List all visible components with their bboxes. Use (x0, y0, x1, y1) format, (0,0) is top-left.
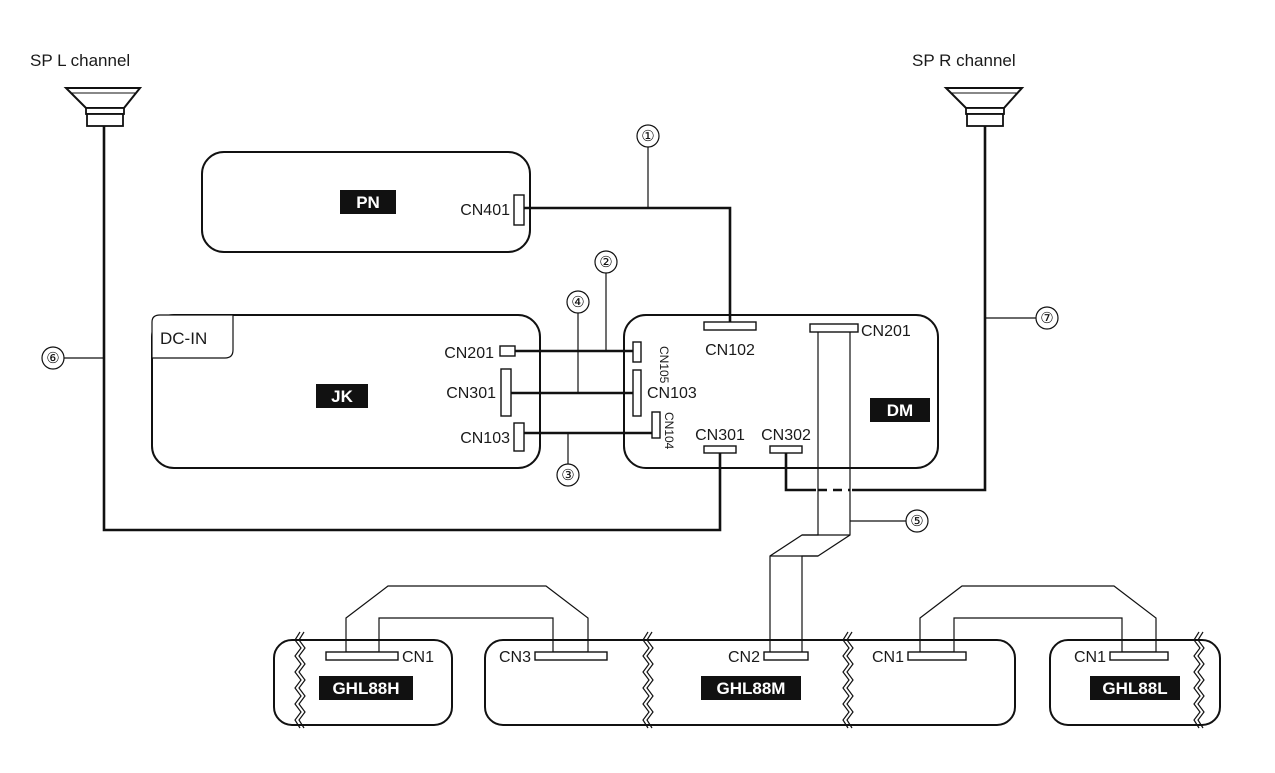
cable-7-wire-a (784, 450, 816, 492)
dc-in-label: DC-IN (160, 329, 207, 348)
h-cn1-connector (325, 651, 399, 661)
dm-tag-bg (870, 398, 930, 422)
m-cn1-label: CN1 (872, 649, 904, 666)
pn-cn401-connector (513, 194, 525, 226)
svg-text:⑦: ⑦ (1040, 310, 1053, 327)
dm-cn103-connector (632, 369, 642, 417)
ghl88m-tag-bg (701, 676, 801, 700)
dm-cn201-label: CN201 (861, 323, 911, 340)
cable-5-callout: ⑤ (905, 509, 929, 533)
dm-cn302-connector (769, 445, 803, 454)
cable-5-flat (769, 331, 851, 654)
board-dm (623, 314, 939, 469)
jk-cn301-connector (500, 368, 512, 417)
svg-text:④: ④ (571, 294, 584, 311)
jk-tag: JK (331, 387, 353, 406)
dm-cn105-label: CN105 (657, 346, 671, 384)
ghl88l-tag: GHL88L (1102, 679, 1167, 698)
m-cn2-label: CN2 (728, 649, 760, 666)
cable-2-callout: ② (594, 250, 618, 274)
speaker-right-icon (943, 87, 1025, 127)
cable-6-wire (102, 126, 722, 532)
cable-7-callout: ⑦ (1035, 306, 1059, 330)
m-cn1-connector (907, 651, 967, 661)
dm-cn301-label: CN301 (695, 427, 745, 444)
ghl88h-tag: GHL88H (332, 679, 399, 698)
pn-cn401-label: CN401 (460, 202, 510, 219)
dm-cn302-label: CN302 (761, 427, 811, 444)
cable-1-wire (524, 206, 732, 325)
jk-cn201-label: CN201 (444, 345, 494, 362)
svg-text:②: ② (599, 254, 612, 271)
svg-text:①: ① (641, 128, 654, 145)
speaker-right-label: SP R channel (912, 51, 1016, 70)
dm-cn102-connector (703, 321, 757, 331)
ghl88l-tag-bg (1090, 676, 1180, 700)
dm-cn201-connector (809, 323, 859, 333)
ghl88h-tag-bg (319, 676, 413, 700)
ghl88m-tag: GHL88M (717, 679, 786, 698)
dm-cn104-label: CN104 (662, 412, 676, 450)
dm-cn103-label: CN103 (647, 385, 697, 402)
jk-tag-bg (316, 384, 368, 408)
dm-tag: DM (887, 401, 913, 420)
jk-cn103-connector (513, 422, 525, 452)
cable-1-callout: ① (636, 124, 660, 148)
dc-in-box (151, 314, 234, 359)
cable-6-callout: ⑥ (41, 346, 65, 370)
dm-cn301-connector (703, 445, 737, 454)
jk-cn103-label: CN103 (460, 430, 510, 447)
pn-tag-bg (340, 190, 396, 214)
cable-4-callout: ④ (566, 290, 590, 314)
h-cn1-label: CN1 (402, 649, 434, 666)
speaker-left-icon (63, 87, 143, 127)
m-cn3-connector (534, 651, 608, 661)
dm-cn102-label: CN102 (705, 342, 755, 359)
svg-text:⑤: ⑤ (910, 513, 923, 530)
svg-text:⑥: ⑥ (46, 350, 59, 367)
pn-tag: PN (356, 193, 380, 212)
l-cn1-label: CN1 (1074, 649, 1106, 666)
l-cn1-connector (1109, 651, 1169, 661)
dm-cn104-connector (651, 411, 661, 439)
jk-cn201-connector (499, 345, 516, 357)
cable-7-wire-b (852, 126, 987, 492)
dm-cn105-connector (632, 341, 642, 363)
m-cn3-label: CN3 (499, 649, 531, 666)
cable-3-callout: ③ (556, 463, 580, 487)
speaker-left-label: SP L channel (30, 51, 130, 70)
svg-text:③: ③ (561, 467, 574, 484)
m-cn2-connector (763, 651, 809, 661)
break-marks (294, 631, 1205, 729)
jk-cn301-label: CN301 (446, 385, 496, 402)
